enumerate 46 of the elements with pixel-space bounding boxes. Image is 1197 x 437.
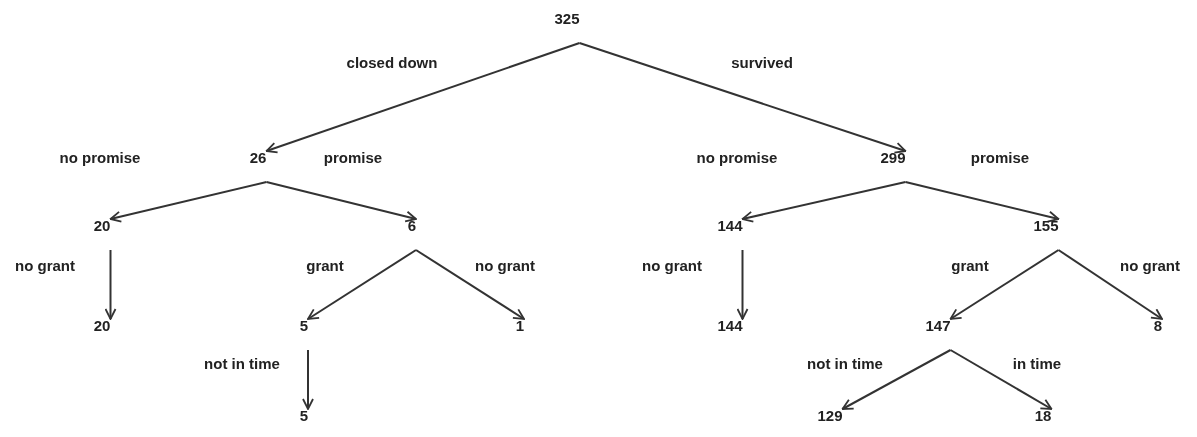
arrow xyxy=(578,42,907,154)
arrow xyxy=(741,181,907,223)
arrow xyxy=(949,249,1060,320)
arrow xyxy=(415,249,525,320)
count-value: 6 xyxy=(407,217,417,233)
count-value: 18 xyxy=(1034,407,1052,423)
count-value: 299 xyxy=(880,149,906,165)
edge-label: no grant xyxy=(1120,257,1180,273)
edge-label: not in time xyxy=(807,355,883,371)
count-value: 1 xyxy=(515,317,525,333)
edge-label: not in time xyxy=(204,355,280,371)
arrow xyxy=(904,181,1060,223)
edge-label: no grant xyxy=(475,257,535,273)
count-value: 5 xyxy=(299,407,309,423)
arrow xyxy=(302,349,314,410)
arrow xyxy=(104,249,117,320)
count-value: 155 xyxy=(1033,217,1059,233)
arrow xyxy=(265,181,417,223)
arrow xyxy=(736,249,749,320)
arrow xyxy=(1057,249,1163,320)
count-value: 144 xyxy=(717,217,743,233)
edge-label: promise xyxy=(323,149,383,165)
edge-label: grant xyxy=(951,257,989,273)
arrow xyxy=(307,249,417,320)
arrow xyxy=(265,42,581,154)
count-value: 129 xyxy=(817,407,843,423)
arrow xyxy=(109,181,268,223)
edge-label: no promise xyxy=(696,149,778,165)
edge-label: no promise xyxy=(59,149,141,165)
count-value: 26 xyxy=(249,149,267,165)
count-value: 325 xyxy=(554,10,580,26)
count-value: 8 xyxy=(1153,317,1163,333)
edge-label: in time xyxy=(1012,355,1062,371)
edge-label: no grant xyxy=(15,257,75,273)
edge-label: promise xyxy=(970,149,1030,165)
count-value: 20 xyxy=(93,317,111,333)
count-value: 144 xyxy=(717,317,743,333)
count-value: 20 xyxy=(93,217,111,233)
edge-label: no grant xyxy=(642,257,702,273)
arrow xyxy=(841,349,952,410)
edge-label: grant xyxy=(306,257,344,273)
count-value: 5 xyxy=(299,317,309,333)
edge-label: closed down xyxy=(346,54,438,70)
count-value: 147 xyxy=(925,317,951,333)
arrow xyxy=(949,349,1053,410)
edge-label: survived xyxy=(731,54,793,70)
